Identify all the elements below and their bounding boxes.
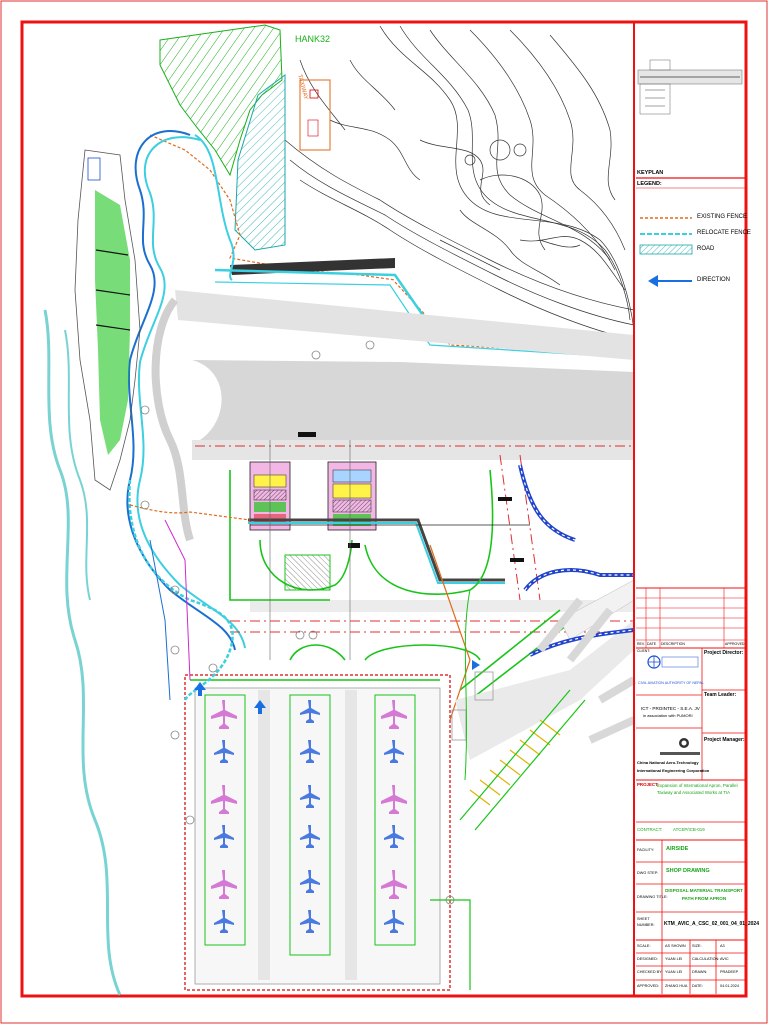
project-manager-label: Project Manager: — [704, 737, 745, 743]
designed-value: YUAN LEI — [665, 957, 683, 961]
apron-stands — [194, 687, 441, 985]
dwg-step-value: SHOP DRAWING — [666, 868, 710, 874]
dwg-step-label: DWG STEP: — [637, 871, 659, 875]
approved-value: ZHANG HUA — [665, 984, 688, 988]
disposal-transport-path — [248, 522, 505, 584]
legend-title: LEGEND: — [637, 181, 662, 187]
vegetation-area-north — [159, 24, 283, 177]
legend-existing-fence-label: EXISTING FENCE — [697, 214, 748, 220]
contract-value: ATCEP/ICB-019 — [673, 827, 705, 832]
project-director-label: Project Director: — [704, 650, 744, 656]
aircraft-stand-markers — [211, 700, 407, 933]
approved-label: APPROVED: — [637, 984, 660, 988]
scale-value: AS SHOWN — [665, 944, 686, 948]
existing-fence-north — [149, 134, 396, 281]
scale-label: SCALE: — [637, 944, 651, 948]
client-name: CIVIL AVIATION AUTHORITY OF NEPAL — [638, 681, 704, 685]
size-value: A3 — [720, 944, 725, 948]
calculation-value: AVIC — [720, 957, 729, 961]
taxiway-label: TAXIWAY — [296, 74, 308, 101]
sheet-number-label: SHEET NUMBER: — [637, 917, 655, 927]
rev-header-approved: APPROVED — [725, 642, 745, 646]
keyplan-title: KEYPLAN — [637, 170, 664, 176]
client-label: CLIENT: — [637, 649, 651, 653]
legend-direction-label: DIRECTION — [697, 277, 730, 283]
project-label: PROJECT: — [637, 782, 659, 787]
title-block — [633, 22, 746, 996]
date-label: DATE: — [692, 984, 703, 988]
rev-header-date: DATE — [647, 642, 657, 646]
legend-road-symbol — [639, 244, 693, 255]
calculation-label: CALCULATION: — [692, 957, 720, 961]
caan-logo — [647, 655, 699, 669]
consultant-association: in association with PUMORI — [643, 713, 693, 718]
sheet-number-value: KTM_AVIC_A_CSC_02_001_04_01_2024 — [664, 921, 759, 927]
airfield-pavement — [175, 290, 634, 612]
avic-logo — [660, 738, 700, 755]
site-map: HANK32 — [43, 24, 637, 996]
rev-header-description: DESCRIPTION — [661, 642, 685, 646]
drawing-frame — [20, 20, 748, 998]
contractor-name-line2: International Engineering Corporation — [637, 768, 710, 773]
drawn-value: PRADEEP — [720, 970, 739, 974]
legend-relocate-fence-label: RELOCATE FENCE — [697, 230, 751, 236]
size-label: SIZE: — [692, 944, 702, 948]
checked-value: YUAN LEI — [665, 970, 683, 974]
taxiway-parking-right — [455, 579, 635, 831]
legend-direction-arrow-icon — [648, 275, 692, 287]
drawing-title-label: DRAWING TITLE: — [637, 895, 668, 899]
facility-label: FACILITY: — [637, 848, 655, 852]
road-hatched-north — [234, 74, 286, 251]
keyplan-thumbnail — [637, 59, 743, 115]
hangar-label: HANK32 — [295, 34, 330, 44]
project-name: Expansion of International Apron, Parall… — [657, 783, 738, 795]
designed-label: DESIGNED: — [637, 957, 658, 961]
facility-value: AIRSIDE — [666, 846, 689, 852]
legend-road-label: ROAD — [697, 246, 715, 252]
checked-label: CHECKED BY: — [637, 970, 663, 974]
hangar-structure: HANK32 — [295, 34, 331, 151]
island-vegetation — [74, 149, 141, 491]
contract-label: CONTRACT: — [637, 827, 663, 832]
team-leader-label: Team Leader: — [704, 692, 737, 698]
rev-header-rev: REV. — [637, 642, 645, 646]
drawn-label: DRAWN: — [692, 970, 708, 974]
consultant-name: ICT - PROINTEC - S.E.A. JV — [641, 706, 700, 711]
date-value: 04.01.2024 — [720, 984, 740, 988]
taxiway-edges — [190, 469, 581, 701]
drawing-title-value: DISPOSAL MATERIAL TRANSPORT PATH FROM AP… — [665, 888, 743, 901]
contractor-name-line1: China National Aero-Technology — [637, 760, 699, 765]
revision-table — [636, 587, 746, 649]
direction-arrows — [194, 660, 480, 714]
apron-fence — [184, 674, 451, 991]
runway-markings — [536, 597, 637, 744]
